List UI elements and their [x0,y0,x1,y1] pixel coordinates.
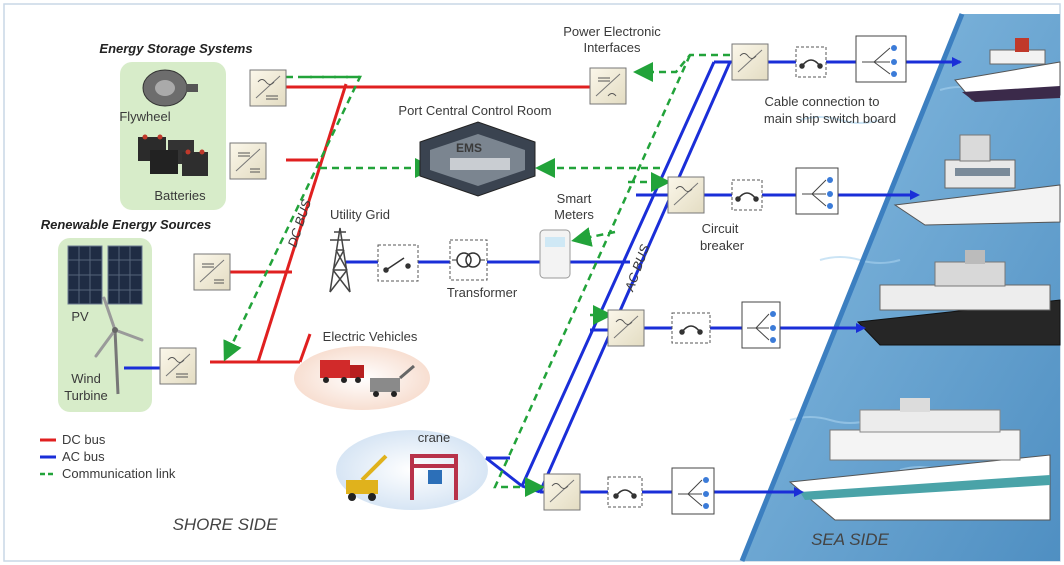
communication-links [223,53,730,497]
control-room-icon: EMS [419,121,536,197]
ev-label: Electric Vehicles [323,329,418,344]
converter-boxes [159,43,769,511]
renewable-title: Renewable Energy Sources [41,217,212,232]
legend: DC bus AC bus Communication link [40,432,176,481]
cable-label-2: main ship switch board [764,111,896,126]
pv-label: PV [71,309,89,324]
cable-label-1: Cable connection to [765,94,880,109]
ship-vessel-icon [856,250,1061,346]
pei-label-1: Power Electronic [563,24,661,39]
flywheel-icon [142,69,198,107]
legend-dc: DC bus [62,432,106,447]
flywheel-label: Flywheel [119,109,170,124]
ac-bus-lines [124,60,960,494]
ev-group [294,346,430,410]
wind-label-1: Wind [71,371,101,386]
pv-panel-icon [67,245,143,305]
ship-arrows [794,57,962,497]
batteries-icon [138,134,208,176]
loader-icon [370,364,415,397]
truck-icon [320,360,364,383]
circuit-breakers [377,46,827,508]
dc-bus-label: DC BUS [285,197,315,249]
switchboard-panels [671,35,907,515]
circuit-breaker-label-1: Circuit [702,221,739,236]
transformer-label: Transformer [447,285,518,300]
smart-meters-label-2: Meters [554,207,594,222]
energy-storage-title: Energy Storage Systems [99,41,252,56]
ship-cruise-1-icon [954,38,1061,102]
pei-label-2: Interfaces [583,40,641,55]
energy-storage-group: Energy Storage Systems Flywheel Batterie… [99,41,253,210]
wind-label-2: Turbine [64,388,108,403]
circuit-breaker-label-2: breaker [700,238,745,253]
breaker-symbols [383,59,823,499]
crane-label: crane [418,430,451,445]
legend-ac: AC bus [62,449,105,464]
wind-turbine-icon [94,296,144,395]
sea-side-label: SEA SIDE [811,530,889,549]
ac-bus-label: AC BUS [621,242,652,294]
crane-group [336,430,488,510]
control-room-label: Port Central Control Room [398,103,551,118]
ship-cruise-2-icon [788,398,1051,521]
transformer-icon [449,239,488,281]
crane-icon [346,454,458,501]
dc-bus-lines [210,83,600,364]
smart-meter-icon [539,229,571,279]
legend-comm: Communication link [62,466,176,481]
utility-grid-label: Utility Grid [330,207,390,222]
ship-yacht-icon [893,134,1061,226]
smart-meters-label-1: Smart [557,191,592,206]
shore-side-label: SHORE SIDE [173,515,279,534]
ems-label: EMS [456,141,482,155]
batteries-label: Batteries [154,188,206,203]
utility-tower-icon [329,227,351,293]
